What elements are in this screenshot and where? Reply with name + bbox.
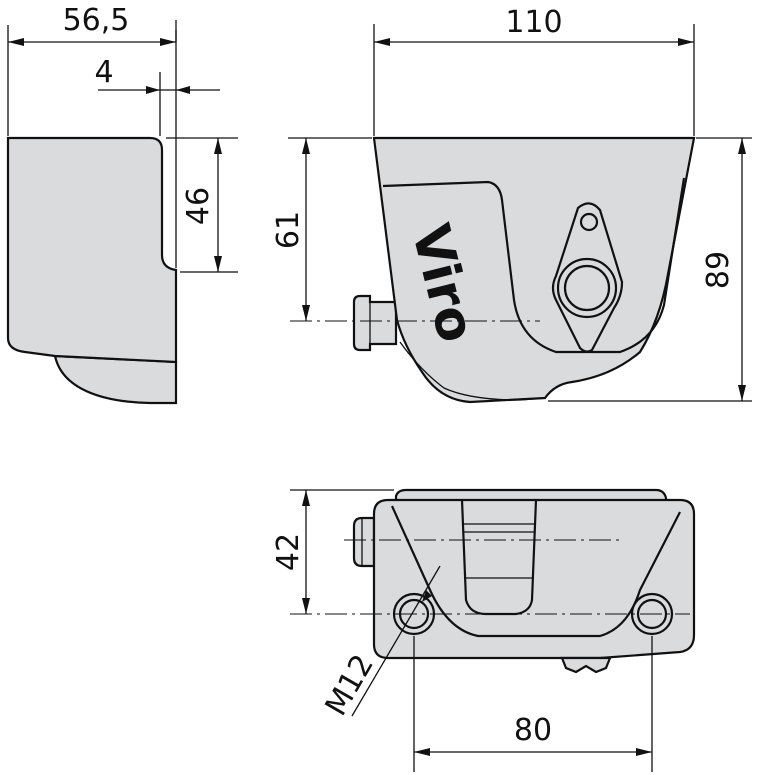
dim-leader-hole-thread <box>351 565 441 717</box>
top-view: 42 M12 80 <box>271 488 696 772</box>
dim-arrow <box>414 748 430 756</box>
dim-arrow <box>422 590 432 602</box>
dim-arrow <box>738 385 746 401</box>
front-view-keyhole-outer <box>556 257 618 319</box>
dim-arrow <box>302 598 310 614</box>
dim-arrow <box>176 86 190 94</box>
front-view-lower-contour <box>399 341 547 401</box>
dim-front-width: 110 <box>505 5 562 40</box>
dim-arrow <box>678 38 694 46</box>
dim-front-axis-height: 61 <box>271 211 306 249</box>
dim-arrow <box>146 86 160 94</box>
dim-arrow <box>374 38 390 46</box>
front-view-shutter-pin <box>579 212 599 232</box>
front-view-keyhole-inner <box>563 264 611 312</box>
dim-hole-thread: M12 <box>319 649 381 722</box>
front-view-side-pin <box>352 294 398 352</box>
dim-arrow <box>302 490 310 506</box>
side-view: 56,5 4 46 <box>6 3 238 405</box>
dim-arrow <box>302 138 310 154</box>
dim-arrow <box>160 38 176 46</box>
dim-arrow <box>8 38 24 46</box>
front-view: Viro 110 61 89 <box>271 5 752 404</box>
dim-arrow <box>214 138 222 154</box>
dim-arrow <box>636 748 652 756</box>
top-view-bottom-lug <box>560 656 612 674</box>
dim-top-depth: 42 <box>271 533 306 571</box>
dim-side-width: 56,5 <box>63 3 130 38</box>
top-view-hole-right-inner <box>636 598 668 630</box>
side-view-shackle-bump <box>53 354 178 405</box>
dim-arrow <box>302 305 310 321</box>
side-view-body <box>6 136 178 364</box>
dim-side-gap: 4 <box>94 55 113 90</box>
dim-arrow <box>738 138 746 154</box>
dim-hole-spacing: 80 <box>514 713 552 748</box>
dim-side-height: 46 <box>181 187 216 225</box>
dim-arrow <box>214 256 222 272</box>
top-view-side-pin <box>352 516 376 568</box>
dim-front-height: 89 <box>701 251 736 289</box>
front-view-inner-recess <box>382 177 686 354</box>
